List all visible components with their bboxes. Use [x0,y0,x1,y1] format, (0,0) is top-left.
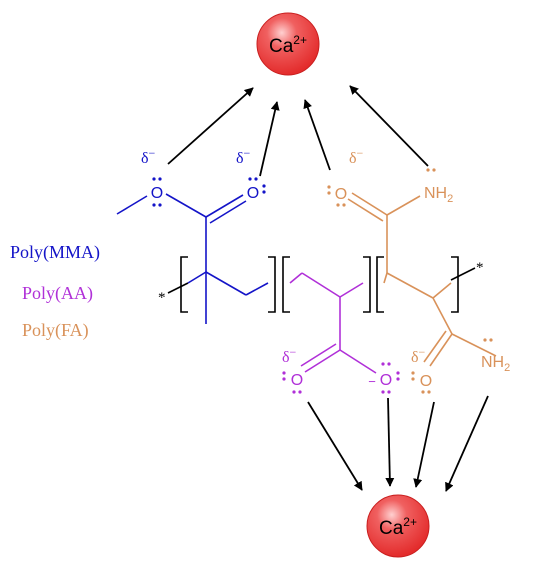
mma-carbonyl-oxygen: O [247,185,259,202]
chain-end-left: * [158,290,166,306]
legend-poly-aa: Poly(AA) [22,283,93,304]
fa-bottom-partial-charge: δ− [411,345,426,366]
aa-carbonyl-oxygen: O [291,372,303,389]
repeat-unit-brackets [167,256,476,313]
fa-bottom-amide-carbon-bond [432,297,453,335]
mma-carbonyl-bond-b [209,200,247,224]
arrow-aa-carbonyl-to-bottom-ion [307,401,363,491]
bracket-mma-left [180,256,188,313]
fa-lone-pairs [327,168,493,394]
calcium-ion-bottom: Ca2+ [366,494,430,558]
bracket-aa-right [363,256,371,313]
fa-bottom-c-n-bond [451,333,497,357]
mma-o-methyl-bond [116,195,148,215]
fa-top-partial-charge: δ− [349,146,364,167]
backbone-right-terminal [450,267,476,281]
mma-c-o-ether-bond [165,193,207,218]
calcium-ion-bottom-label: Ca2+ [379,515,417,539]
arrow-mma-carbonyl-to-top-ion [259,101,280,177]
arrow-mma-ether-to-top-ion [167,87,254,165]
aa-carbonyl-partial-charge: δ− [282,345,297,366]
fa-bottom-carbonyl-bond-b [423,330,447,363]
bracket-aa-left [282,256,290,313]
aa-c-o-anion-bond [339,349,377,374]
coordination-arrows [167,85,489,492]
backbone-left-terminal [167,282,189,294]
legend: Poly(MMA) Poly(AA) Poly(FA) [10,242,100,341]
fa-top-amine: NH2 [424,185,453,205]
mma-ether-partial-charge: δ− [141,146,156,167]
mma-carbonyl-bond-a [205,194,244,218]
fa-bottom-carbonyl-bond-a [429,333,453,367]
calcium-ion-top-label: Ca2+ [269,33,307,57]
mma-lone-pairs [152,177,266,207]
mma-ether-oxygen: O [151,185,163,202]
calcium-ion-top: Ca2+ [256,12,320,76]
bracket-mma-right [268,256,276,313]
fa-top-c-n-bond [386,195,421,216]
aa-anion-oxygen: O [380,372,392,389]
arrow-fa-amine-to-top-ion [349,85,429,167]
arrow-fa-bottom-amine-to-bottom-ion [445,395,489,492]
aa-unit [289,272,377,374]
bracket-fa-left [376,256,384,313]
arrow-aa-anion-to-bottom-ion [385,397,395,487]
arrow-fa-bottom-carbonyl-to-bottom-ion [413,401,435,488]
fa-top-carbonyl-bond-a [351,192,388,216]
fa-unit [347,192,497,367]
fa-bottom-amine: NH2 [481,354,510,374]
mma-carbonyl-partial-charge: δ− [236,146,251,167]
aa-anion-charge: − [368,374,376,389]
aa-carbonyl-bond-a [304,349,341,373]
legend-poly-fa: Poly(FA) [22,320,89,341]
aa-carbonyl-bond-b [300,343,337,367]
legend-poly-mma: Poly(MMA) [10,242,100,263]
fa-top-carbonyl-oxygen: O [335,186,347,203]
fa-bottom-carbonyl-oxygen: O [420,373,432,390]
mma-unit [116,193,269,324]
fa-top-carbonyl-bond-b [347,198,384,222]
arrow-fa-carbonyl-to-top-ion [303,99,331,171]
chain-end-right: * [476,260,484,276]
bracket-fa-right [451,256,459,313]
aa-lone-pairs [282,362,400,394]
